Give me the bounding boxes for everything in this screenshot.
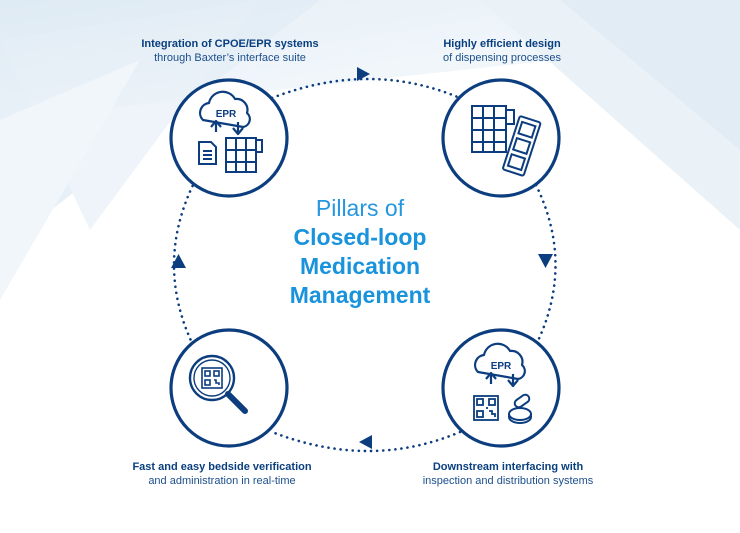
center-title-line-4: Management [289,282,431,308]
pillar-label-dispensing: Highly efficient design of dispensing pr… [352,37,652,65]
center-title-line-3: Medication [299,253,421,279]
blister-pack-icon [502,115,542,177]
pillar-label-integration: Integration of CPOE/EPR systems through … [80,37,380,65]
epr-cloud-icon [473,342,526,388]
document-icon [198,141,217,165]
pillar-title: Integration of CPOE/EPR systems [141,38,319,50]
dispensing-cabinet-icon [471,105,515,153]
center-title: Pillars of Closed-loop Medication Manage… [230,193,490,310]
connector-left [172,183,195,347]
pill-icon [508,393,532,424]
pillar-circle-bedside [169,328,289,448]
pillar-title: Fast and easy bedside verification [132,461,312,473]
pillar-subtitle: and administration in real-time [148,475,296,487]
center-title-line-1: Pillars of [315,195,405,221]
connector-bottom [270,430,462,453]
dispensing-cabinet-icon [225,137,263,173]
center-title-line-2: Closed-loop [293,224,427,250]
qr-code-icon [473,395,499,421]
epr-cloud-icon [198,90,251,136]
pillar-title: Highly efficient design [443,38,561,50]
epr-label: EPR [491,361,512,372]
arrow-up-icon [171,254,186,268]
qr-code-icon [201,367,223,389]
arrow-left-icon [359,435,372,449]
connector-top [270,77,462,100]
arrow-down-icon [538,254,553,268]
pillar-circle-downstream: EPR [441,328,561,448]
pillar-subtitle: inspection and distribution systems [422,475,594,487]
pillar-subtitle: through Baxter’s interface suite [154,52,306,64]
epr-label: EPR [216,109,237,120]
pillar-circle-dispensing [441,78,561,198]
arrow-right-icon [357,67,370,81]
pillar-subtitle: of dispensing processes [442,52,561,64]
pillar-title: Downstream interfacing with [432,461,584,473]
connector-right [534,183,557,347]
pillar-label-bedside: Fast and easy bedside verification and a… [72,460,372,488]
pillar-circle-integration: EPR [169,78,289,198]
magnifier-icon [188,354,248,414]
pillar-label-downstream: Downstream interfacing with inspection a… [358,460,658,488]
